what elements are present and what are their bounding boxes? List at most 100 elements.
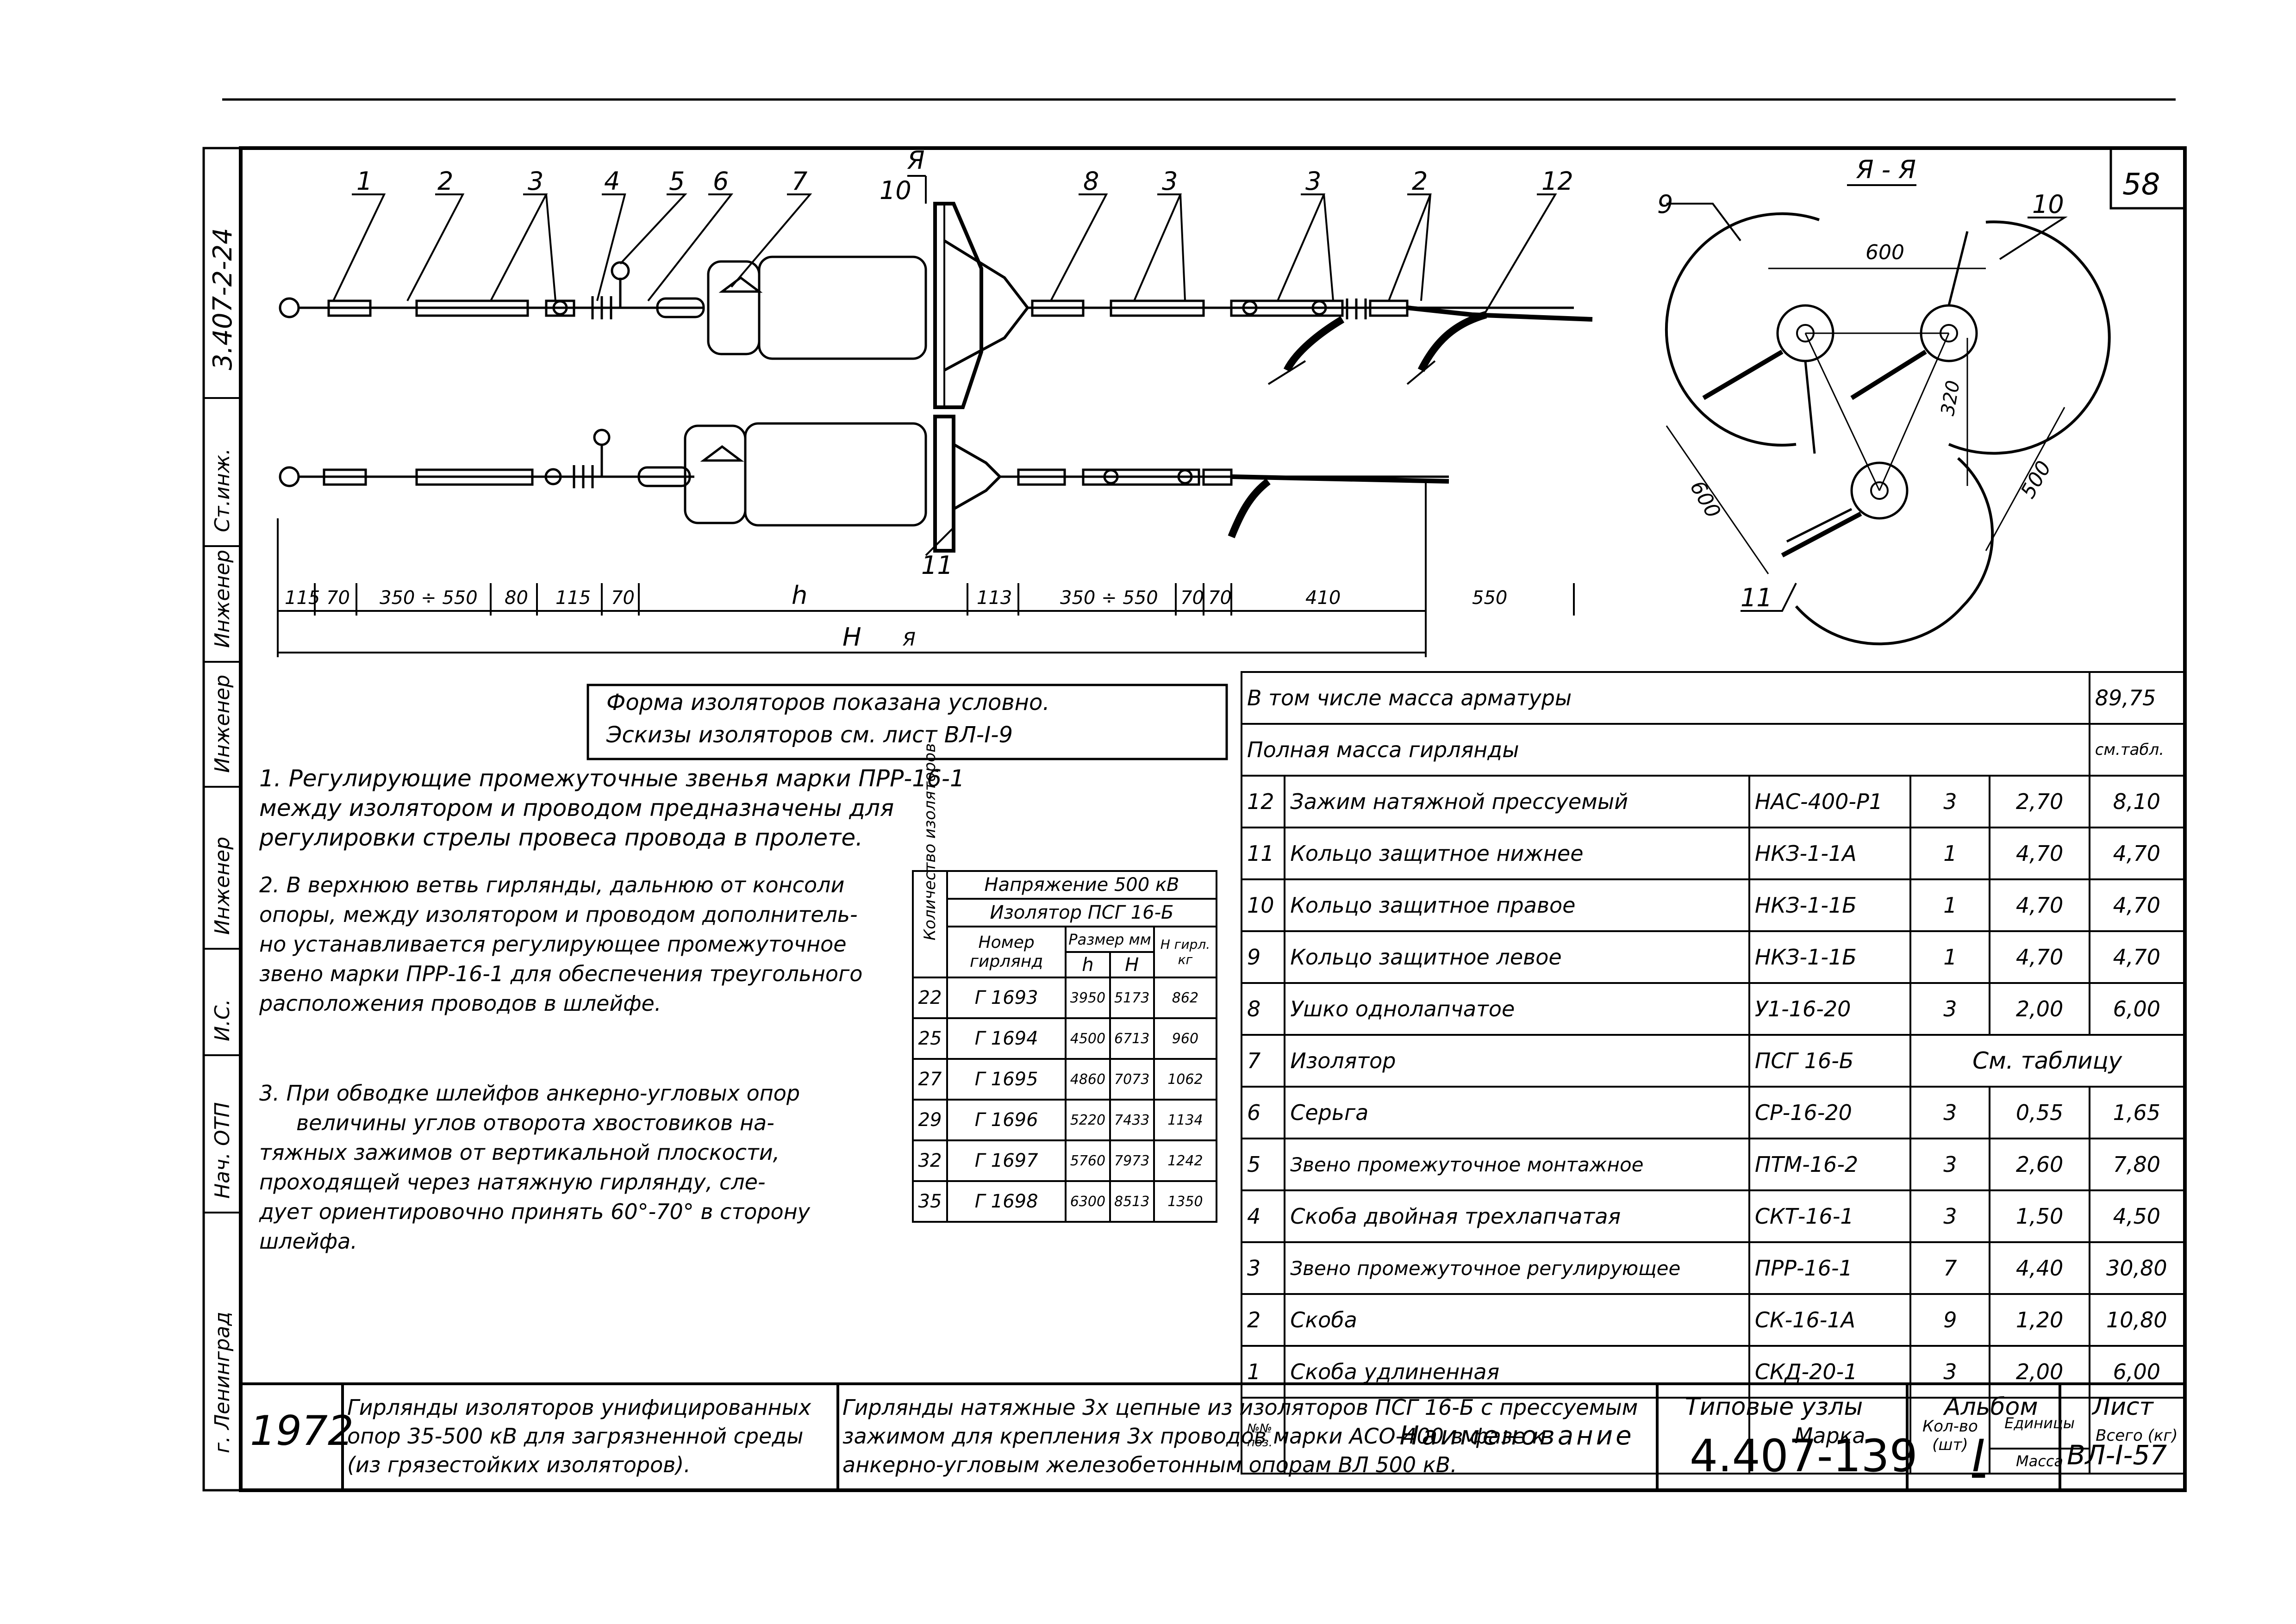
cell: 2,00: [1989, 1345, 2090, 1399]
cell: 7433: [1109, 1099, 1155, 1141]
dim-80: 80: [505, 587, 528, 609]
callout-1: 1: [356, 167, 372, 196]
section-dim-600b: 600: [1685, 477, 1725, 522]
callout-8: 8: [1083, 167, 1099, 196]
left-strip: [202, 147, 242, 1492]
upper-garland: [279, 202, 1593, 409]
cell: ПРР-16-1: [1748, 1241, 1912, 1295]
dim-70: 70: [326, 587, 350, 609]
cell: Кольцо защитное левое: [1284, 930, 1750, 984]
cell: ПСГ 16-Б: [1748, 1034, 1912, 1088]
note-2-line-2: опоры, между изолятором и проводом допол…: [259, 902, 858, 927]
cell: СКД-20-1: [1748, 1345, 1912, 1399]
dim-H: H: [842, 622, 861, 652]
note-3-line-1: 3. При обводке шлейфов анкерно-угловых о…: [259, 1081, 800, 1106]
cell: Ушко однолапчатое: [1284, 982, 1750, 1036]
cell: Г 1694: [946, 1017, 1067, 1060]
callout-6: 6: [713, 167, 729, 196]
dim-410: 410: [1305, 587, 1341, 609]
cell: 8,10: [2088, 775, 2185, 828]
cell: 3: [1240, 1241, 1286, 1295]
note-3-line-6: шлейфа.: [259, 1229, 357, 1254]
col-number: Номер гирлянд: [946, 926, 1067, 978]
cell: 3950: [1065, 977, 1111, 1019]
col-H: H: [1109, 951, 1155, 978]
type-label: Типовые узлы: [1685, 1393, 1863, 1421]
side-eng-1: Инженер: [211, 837, 234, 935]
cell: 7: [1240, 1034, 1286, 1088]
cell: 27: [912, 1058, 948, 1101]
cell: 1062: [1153, 1058, 1218, 1101]
cell: 1: [1240, 1345, 1286, 1399]
cell: 1: [1909, 930, 1991, 984]
section-callout-10: 10: [2032, 190, 2064, 219]
cell: Звено промежуточное регулирующее: [1284, 1241, 1750, 1295]
cell: 5220: [1065, 1099, 1111, 1141]
caption-line-2: Эскизы изоляторов см. лист ВЛ-I-9: [606, 722, 1013, 748]
cell: Скоба: [1284, 1293, 1750, 1347]
cell: 12: [1240, 775, 1286, 828]
cell: Зажим натяжной прессуемый: [1284, 775, 1750, 828]
cell: 4860: [1065, 1058, 1111, 1101]
cell: 6,00: [2088, 1345, 2185, 1399]
note-3-line-2: величины углов отворота хвостовиков на-: [296, 1110, 774, 1135]
cell: 29: [912, 1099, 948, 1141]
cell: Г 1698: [946, 1180, 1067, 1223]
caption-line-1: Форма изоляторов показана условно.: [606, 690, 1050, 716]
callout-5: 5: [669, 167, 685, 196]
cell: 4,70: [2088, 930, 2185, 984]
section-title: Я - Я: [1856, 155, 1916, 184]
total-value: 89,75: [2088, 671, 2185, 725]
sheet-number-box: [2109, 147, 2186, 210]
cell: НАС-400-Р1: [1748, 775, 1912, 828]
cell: СК-16-1А: [1748, 1293, 1912, 1347]
callout-2: 2: [437, 167, 453, 196]
voltage-title: Напряжение 500 кВ: [946, 870, 1217, 900]
col-h: h: [1065, 951, 1111, 978]
cell: НКЗ-1-1Б: [1748, 930, 1912, 984]
cell: У1-16-20: [1748, 982, 1912, 1036]
cell: 7: [1909, 1241, 1991, 1295]
cell: 4: [1240, 1189, 1286, 1243]
voltage-table-rotated-header: Количество изоляторов: [912, 743, 948, 978]
cell: 7,80: [2088, 1138, 2185, 1191]
series-title: Гирлянды изоляторов унифицированных опор…: [347, 1395, 811, 1477]
cell: 960: [1153, 1017, 1218, 1060]
cell: 3: [1909, 1345, 1991, 1399]
total-label: В том числе масса арматуры: [1241, 671, 2090, 725]
cell: Г 1693: [946, 977, 1067, 1019]
cell: Серьга: [1284, 1086, 1750, 1139]
album-value: I: [1972, 1430, 1985, 1482]
cell: 4,70: [1989, 930, 2090, 984]
cell: 862: [1153, 977, 1218, 1019]
cell: 4500: [1065, 1017, 1111, 1060]
cell: 3: [1909, 1138, 1991, 1191]
cell: ПТМ-16-2: [1748, 1138, 1912, 1191]
callout-3b: 3: [1162, 167, 1178, 196]
dim-70c: 70: [1180, 587, 1204, 609]
cell: 5173: [1109, 977, 1155, 1019]
cell: 8: [1240, 982, 1286, 1036]
head-mass: Масса: [1989, 1448, 2090, 1475]
callout-leaders: [332, 193, 1557, 320]
cell: 4,50: [2088, 1189, 2185, 1243]
cell: Г 1695: [946, 1058, 1067, 1101]
cell: 7973: [1109, 1139, 1155, 1182]
cell: 3: [1909, 982, 1991, 1036]
type-value: 4.407-139: [1690, 1430, 1918, 1482]
cell: 10: [1240, 878, 1286, 932]
cell: 6300: [1065, 1180, 1111, 1223]
note-3: 3. При обводке шлейфов анкерно-угловых о…: [259, 1078, 810, 1256]
spec-header-row: №№ поз. Наименование Марка Кол-во (шт) Е…: [1240, 1397, 2185, 1475]
cell: СР-16-20: [1748, 1086, 1912, 1139]
dim-H-ref: Я: [902, 629, 916, 650]
col-mass: Н гирл. кг: [1153, 926, 1218, 978]
callout-4: 4: [604, 167, 620, 196]
cell: 1,20: [1989, 1293, 2090, 1347]
head-total: Всего (кг): [2088, 1397, 2185, 1475]
